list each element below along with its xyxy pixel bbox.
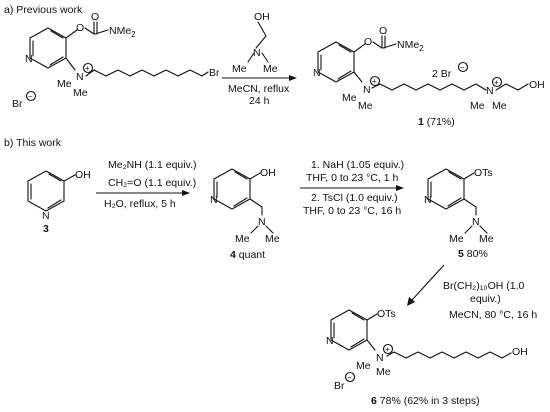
compound-5-methyl-left: Me [449, 233, 464, 245]
step2-line1: 1. NaH (1.05 equiv.) [311, 159, 404, 171]
compound-6-ammonium-nitrogen: N [376, 352, 384, 364]
compound-4-mannich-product: OH N N Me Me [210, 167, 280, 245]
compound-5-label: 5 80% [458, 248, 488, 260]
compound-3-ring-nitrogen: N [42, 210, 50, 222]
compound-6-methyl-right: Me [376, 366, 391, 378]
compound-4-amine-nitrogen: N [258, 216, 266, 228]
reaction-arrow-step1 [96, 190, 190, 196]
step3-line3: MeCN, 80 °C, 16 h [449, 309, 537, 321]
product-1-methyl-2: Me [358, 100, 373, 112]
compound-5-tosyloxy: OTs [474, 167, 493, 179]
methyl-b: Me [73, 87, 88, 99]
conditions-a-line2: 24 h [249, 95, 270, 107]
product-1-bis-ammonium: O O NMe2 N N + Me Me 2 Br − N + Me Me OH [313, 25, 545, 112]
product-1-methyl-3: Me [470, 100, 485, 112]
step3-line1: Br(CH₂)₁₀OH (1.0 [443, 280, 525, 292]
compound-6-hydroxyl: OH [512, 346, 528, 358]
ring-nitrogen: N [25, 53, 33, 65]
compound-3-hydroxypyridine: OH N [27, 169, 91, 222]
compound-4-methyl-right: Me [265, 233, 280, 245]
product-1-ammonium-2: N [486, 85, 494, 97]
section-b-heading: b) This work [4, 137, 62, 149]
step3-line2: equiv.) [470, 293, 501, 305]
dimethylamino-label: NMe2 [109, 25, 136, 39]
product-1-methyl-1: Me [342, 92, 357, 104]
product-1-charge-2: + [494, 78, 499, 87]
product-1-hydroxyl: OH [529, 79, 545, 91]
compound-6-bromide-charge: − [347, 373, 352, 382]
step1-line2: CH₂=O (1.1 equiv.) [108, 177, 196, 189]
product-1-ring-nitrogen: N [313, 67, 321, 79]
reagent-nitrogen: N [253, 47, 261, 59]
bromide-counterion: Br [12, 98, 23, 110]
step2-line4: THF, 0 to 23 °C, 16 h [303, 205, 401, 217]
product-1-counterion-charge: − [460, 63, 465, 72]
compound-6-label: 6 78% (62% in 3 steps) [371, 395, 480, 407]
carbonyl-oxygen: O [91, 11, 99, 23]
product-1-charge-1: + [372, 77, 377, 86]
ammonium-charge: + [85, 64, 90, 73]
product-1-counterions: 2 Br [432, 68, 452, 80]
starting-ammonium-bromide: O O NMe2 N N + Me Me Br Br − [12, 11, 220, 110]
product-1-label: 1 (71%) [418, 116, 455, 128]
reagent-methyl-left: Me [232, 63, 247, 75]
compound-5-amine-nitrogen: N [472, 216, 480, 228]
step1-line3: H₂O, reflux, 5 h [104, 198, 176, 210]
reagent-methyl-right: Me [263, 63, 278, 75]
compound-6-methyl-left: Me [356, 360, 371, 372]
compound-5-ring-nitrogen: N [424, 194, 432, 206]
ammonium-nitrogen: N [76, 71, 84, 83]
product-1-methyl-4: Me [492, 100, 507, 112]
section-a-heading: a) Previous work [4, 4, 83, 16]
amino-alcohol-reagent: OH N Me Me [232, 11, 278, 75]
reaction-arrow-step2 [300, 185, 404, 191]
compound-3-label: 3 [43, 223, 49, 235]
reaction-arrow-a [222, 75, 297, 81]
step2-line2: THF, 0 to 23 °C, 1 h [306, 172, 398, 184]
bromide-charge: − [28, 92, 33, 101]
compound-6-ammonium-bromide: OTs N N + Me Me OH Br − [326, 308, 528, 392]
carbamate-oxygen: O [76, 22, 84, 34]
compound-4-hydroxyl: OH [260, 167, 276, 179]
compound-5-tosylate: OTs N N Me Me [424, 167, 494, 245]
compound-6-ring-nitrogen: N [326, 335, 334, 347]
product-1-carbonyl-oxygen: O [379, 25, 387, 37]
conditions-a-line1: MeCN, reflux [228, 83, 290, 95]
compound-4-label: 4 quant [230, 249, 265, 261]
terminal-bromine: Br [209, 67, 220, 79]
methyl-a: Me [57, 78, 72, 90]
compound-6-bromide: Br [334, 380, 345, 392]
product-1-dimethylamino: NMe2 [397, 39, 424, 53]
reagent-hydroxyl: OH [254, 11, 270, 23]
compound-4-ring-nitrogen: N [210, 194, 218, 206]
product-1-ammonium-1: N [363, 84, 371, 96]
compound-5-methyl-right: Me [479, 233, 494, 245]
product-1-carbamate-oxygen: O [364, 36, 372, 48]
step1-line1: Me₂NH (1.1 equiv.) [108, 159, 197, 171]
compound-3-hydroxyl: OH [75, 169, 91, 181]
compound-4-methyl-left: Me [235, 233, 250, 245]
compound-6-tosyloxy: OTs [377, 308, 396, 320]
reaction-arrow-step3 [407, 264, 445, 306]
compound-6-ammonium-charge: + [385, 345, 390, 354]
step2-line3: 2. TsCl (1.0 equiv.) [311, 192, 398, 204]
